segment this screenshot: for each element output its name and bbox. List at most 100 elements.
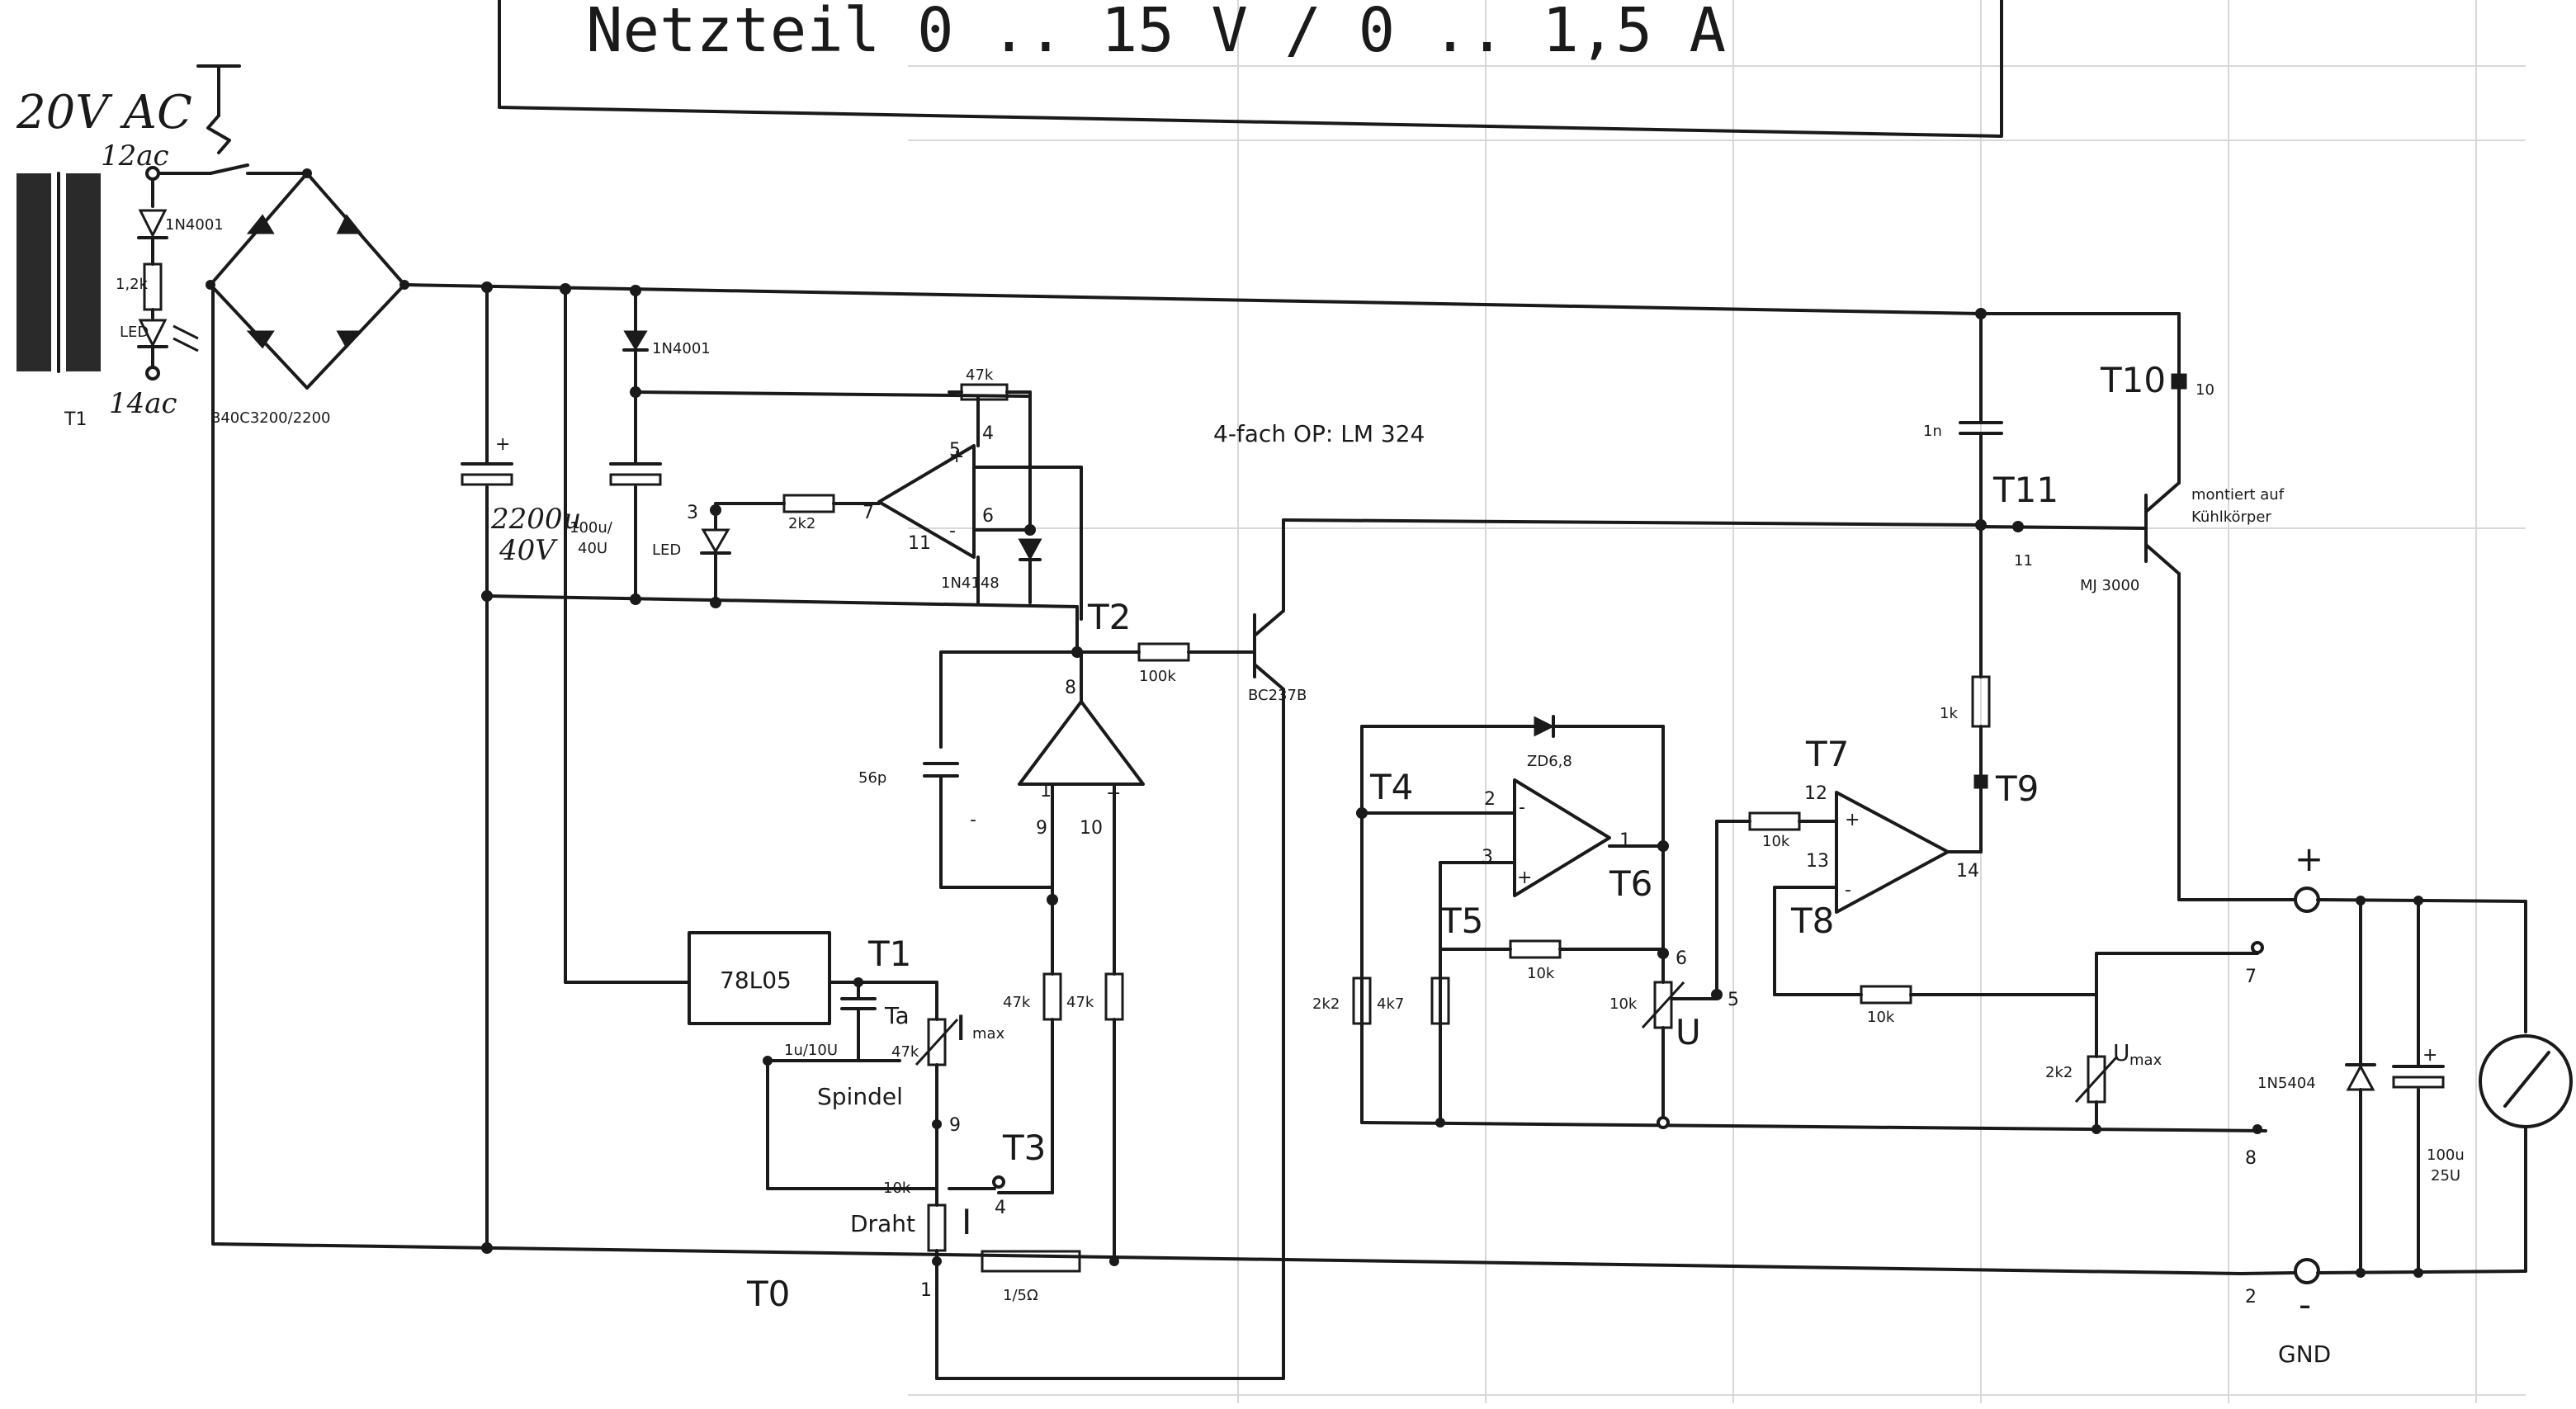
led2-label: LED xyxy=(652,541,681,559)
driver-transistor-label: BC237B xyxy=(1248,687,1307,704)
heatsink-note-1: montiert auf xyxy=(2191,486,2285,504)
led-label: LED xyxy=(120,324,149,341)
pin-1b: 1 xyxy=(920,1280,932,1301)
svg-text:-: - xyxy=(1845,880,1851,901)
r47k-pot-label: 47k xyxy=(891,1043,919,1061)
t11-pin: 11 xyxy=(2014,552,2033,570)
terminal-t9: T9 xyxy=(1995,768,2039,809)
terminal-t8: T8 xyxy=(1790,901,1834,941)
pin-8: 8 xyxy=(1065,678,1076,698)
pin-9b: 9 xyxy=(949,1115,961,1136)
pin-5: 5 xyxy=(949,440,961,461)
label-imax: I xyxy=(956,1008,966,1048)
cap-2200u-voltage: 40V xyxy=(499,534,558,567)
output-terminals: + - GND 1N5404 100u 25U + xyxy=(2239,839,2573,1368)
label-u: U xyxy=(1676,1012,1701,1052)
pin-10: 10 xyxy=(1080,818,1103,839)
terminal-ta: Ta xyxy=(884,1002,910,1029)
svg-text:+: + xyxy=(1106,783,1121,804)
r10k-t7-label: 10k xyxy=(1867,1009,1895,1026)
r10k-u-label: 10k xyxy=(1609,995,1638,1013)
capacitor-2200u: + 2200µ 40V xyxy=(461,434,581,567)
r-1k2-label: 1,2k xyxy=(116,276,149,293)
pin-4: 4 xyxy=(982,423,994,444)
label-umax: U xyxy=(2113,1039,2130,1066)
r47k-b-label: 47k xyxy=(1066,994,1094,1011)
svg-text:+: + xyxy=(1845,810,1860,830)
bridge-rectifier: B40C3200/2200 xyxy=(206,168,409,427)
pin-7b: 7 xyxy=(2245,967,2257,987)
opamp-note: 4-fach OP: LM 324 xyxy=(1213,420,1425,447)
pin-1: 1 xyxy=(1619,830,1631,851)
pin-14: 14 xyxy=(1956,861,1979,882)
pin-6: 6 xyxy=(982,506,994,527)
terminal-t5: T5 xyxy=(1439,901,1483,941)
svg-text:+: + xyxy=(1517,868,1532,888)
umax-trim: 2k2 U max 7 8 2 xyxy=(2045,941,2264,1307)
opamp-section-2: T7 T8 T9 12 13 14 + - 10k 10k xyxy=(1715,734,2098,1042)
terminal-t4: T4 xyxy=(1369,767,1413,807)
diode-1n5404-label: 1N5404 xyxy=(2257,1075,2316,1092)
r4k7-label: 4k7 xyxy=(1377,995,1404,1013)
opamp-section-1: 4 5 6 7 11 3 + - 47k 2k2 1N4148 xyxy=(687,366,1083,621)
ac-input-label: 20V AC xyxy=(16,86,192,139)
terminal-t7: T7 xyxy=(1805,734,1849,774)
diode-1n4148-label: 1N4148 xyxy=(941,574,1000,592)
pin-7: 7 xyxy=(863,503,874,523)
r1k-label: 1k xyxy=(1940,705,1958,722)
regulator-label: 78L05 xyxy=(720,967,792,994)
r2k2-in-label: 2k2 xyxy=(788,515,815,532)
power-switch xyxy=(151,64,309,175)
cap-100u-voltage: 40U xyxy=(578,540,607,557)
label-umax-sub: max xyxy=(2129,1052,2162,1069)
terminal-t2: T3 xyxy=(1002,1128,1046,1168)
cap-100u-value: 100u/ xyxy=(570,519,613,537)
pin-12: 12 xyxy=(1804,783,1827,804)
terminal-t10: T10 xyxy=(2100,360,2166,400)
output-stage: T10 10 T11 11 montiert auf Kühlkörper MJ… xyxy=(1923,308,2296,901)
svg-text:-: - xyxy=(970,810,976,830)
output-plus: + xyxy=(2295,839,2323,879)
r2k2-umax-label: 2k2 xyxy=(2045,1064,2073,1081)
shunt-resistor: 1 1/5Ω T0 xyxy=(746,1250,1285,1380)
pin-6b: 6 xyxy=(1676,948,1687,969)
cap-1u-label: 1u/10U xyxy=(784,1042,838,1059)
svg-text:+: + xyxy=(495,434,510,455)
diode-1n4001b-label: 1N4001 xyxy=(652,340,711,357)
pin-3b: 3 xyxy=(1482,847,1493,868)
t10-pin: 10 xyxy=(2196,381,2214,399)
zener-label: ZD6,8 xyxy=(1527,753,1572,770)
terminal-t6: T6 xyxy=(1609,863,1652,904)
main-rails xyxy=(209,281,2243,1275)
r10k-pot-label: 10k xyxy=(883,1180,911,1197)
bridge-label: B40C3200/2200 xyxy=(210,409,331,427)
r47k-a-label: 47k xyxy=(1003,994,1031,1011)
svg-text:+: + xyxy=(949,447,964,467)
terminal-t0: T0 xyxy=(746,1274,790,1314)
transformer-label: T1 xyxy=(64,409,87,430)
label-i: I xyxy=(962,1202,971,1242)
pin-11a: 11 xyxy=(908,533,931,554)
r10k-fb-label: 10k xyxy=(1527,965,1555,982)
gnd-label: GND xyxy=(2278,1340,2331,1368)
r2k2-a-label: 2k2 xyxy=(1312,995,1340,1013)
pin-5b: 5 xyxy=(1728,990,1739,1010)
tap-12ac-label: 12ac xyxy=(101,139,169,173)
svg-text:1: 1 xyxy=(1040,781,1052,801)
aux-supply: 1N4001 100u/ 40U xyxy=(560,283,1029,984)
pin-2b: 2 xyxy=(2245,1287,2257,1307)
svg-text:-: - xyxy=(1519,797,1525,818)
label-draht: Draht xyxy=(850,1210,915,1237)
tap-14ac-label: 14ac xyxy=(109,387,177,420)
r10k-in-label: 10k xyxy=(1762,833,1790,850)
pin-13: 13 xyxy=(1806,851,1829,872)
terminal-t3: T2 xyxy=(1087,597,1131,637)
ref-led: LED xyxy=(652,504,731,608)
pin-3: 3 xyxy=(687,503,698,523)
label-spindel: Spindel xyxy=(817,1083,903,1110)
opamp-section-4: T4 T5 T6 2 3 1 6 5 - + ZD6,8 10k 2k2 4k7… xyxy=(1312,715,2267,1132)
cap-out-value: 100u xyxy=(2427,1147,2465,1164)
cap-out-voltage: 25U xyxy=(2431,1167,2460,1184)
title-box: Netzteil 0 .. 15 V / 0 .. 1,5 A xyxy=(498,0,2003,138)
